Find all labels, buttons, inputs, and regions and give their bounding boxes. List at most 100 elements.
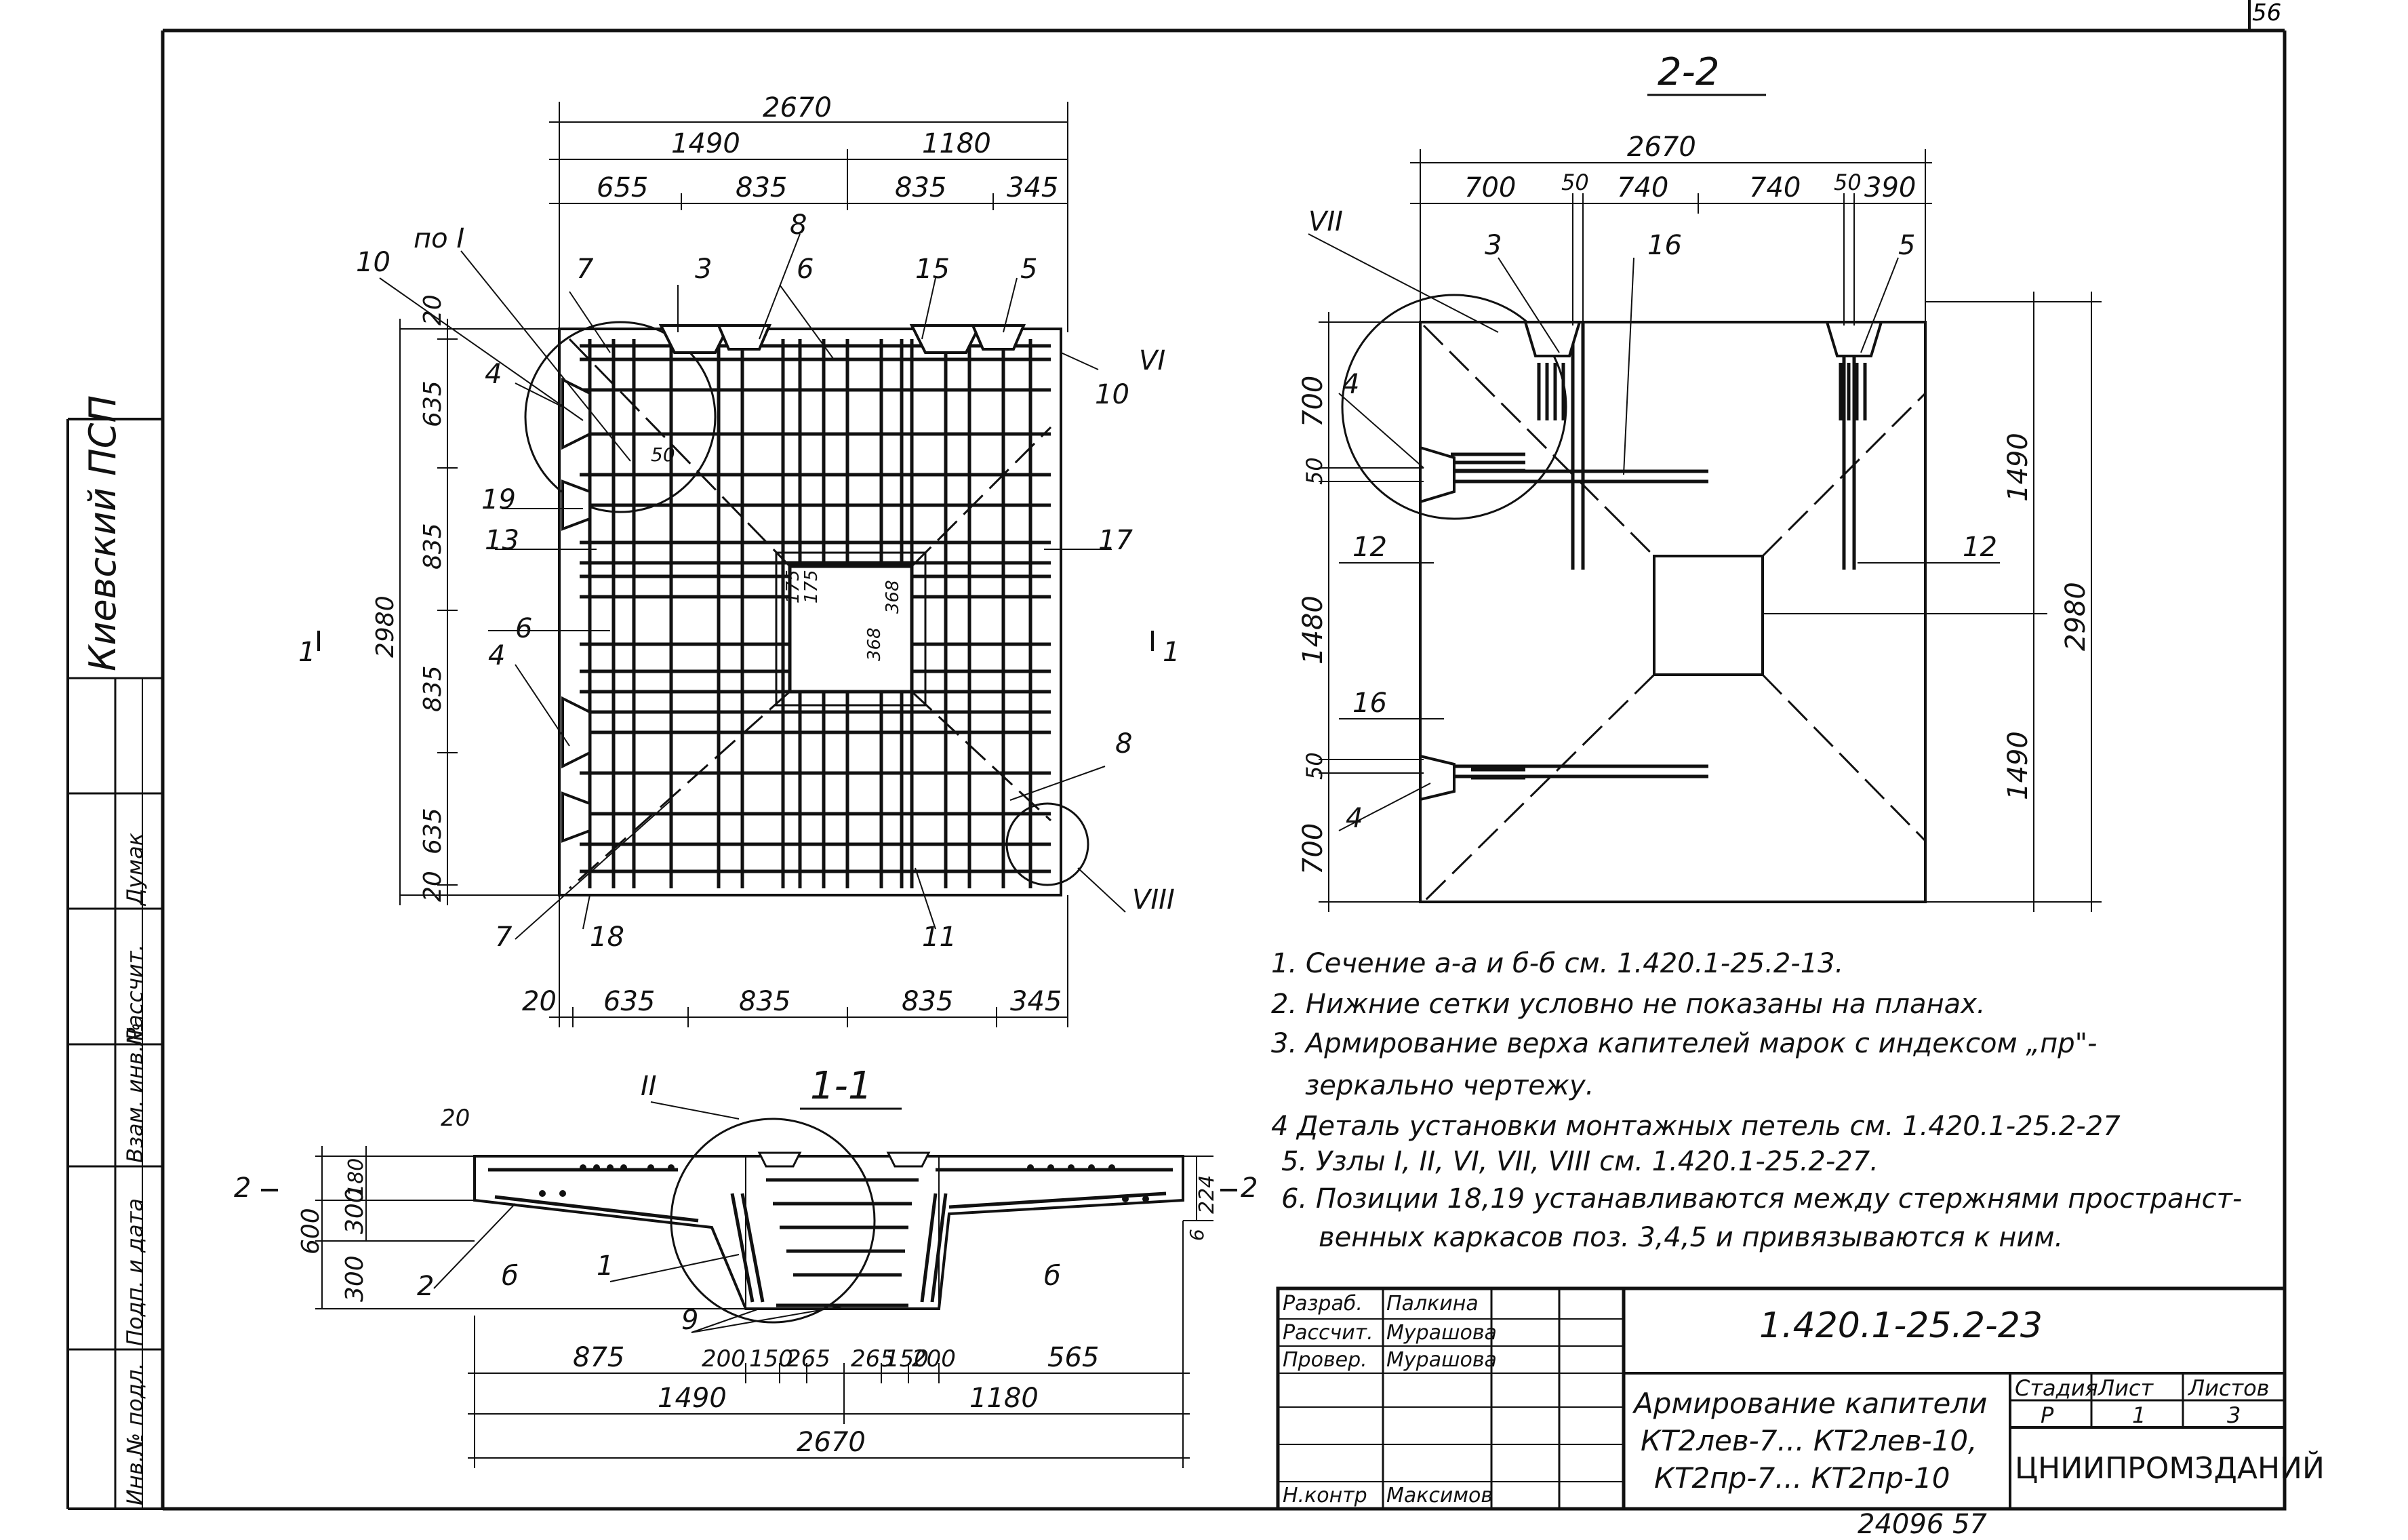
tb-name-1: Палкина (1386, 1292, 1479, 1316)
callout-7a: 7 (576, 254, 594, 285)
callout-10b: 10 (1095, 379, 1129, 410)
tb-name-nkontr: Максимов (1386, 1484, 1493, 1507)
side-label-inv: Инв.№ подл. (122, 1362, 148, 1505)
s22-callout-vii: VII (1308, 206, 1343, 237)
stage-label: Стадия (2015, 1375, 2098, 1401)
side-label-name: Думак (122, 832, 148, 905)
plan-dim-total: 2670 (763, 92, 832, 123)
plan-left-20b: 20 (419, 871, 447, 902)
side-label-replace: Взам. инв.№ (122, 1022, 148, 1163)
callout-10a: 10 (356, 247, 390, 278)
plan-left-835a: 835 (419, 523, 447, 570)
cut-marker-left: 1 (298, 637, 315, 668)
s22-right-2980: 2980 (2060, 582, 2091, 651)
s11-callout-2: 2 (417, 1271, 434, 1302)
drawing-title-line-2: КТ2лев-7... КТ2лев-10, (1641, 1424, 1978, 1457)
sheet-frame (66, 0, 2287, 1511)
plan-center-368a: 368 (864, 627, 885, 661)
s22-callout-3: 3 (1485, 230, 1502, 261)
sheet-number: 56 (2252, 0, 2281, 26)
plan-dim-835a: 835 (736, 172, 787, 203)
plan-dim-655: 655 (597, 172, 648, 203)
s22-dim-740b: 740 (1749, 172, 1801, 203)
s11-dim-265b: 265 (851, 1345, 895, 1373)
plan-left-835b: 835 (419, 665, 447, 712)
note-6: 6. Позиции 18,19 устанавливаются между с… (1281, 1183, 2243, 1215)
s11-callout-ii: II (641, 1071, 657, 1102)
plan-dim-835b: 835 (895, 172, 946, 203)
tb-role-3: Провер. (1283, 1348, 1367, 1372)
s11-left-180: 180 (344, 1158, 368, 1197)
s22-callout-5: 5 (1898, 230, 1915, 261)
plan-left-635a: 635 (419, 380, 447, 427)
s22-dim-390: 390 (1864, 172, 1916, 203)
section-1-1-labels: 1-1 II 2 1 б б 9 2 2 875 200 150 265 265… (234, 1064, 1258, 1458)
s11-callout-1: 1 (597, 1250, 614, 1282)
side-label-sign: Подп. и дата (122, 1198, 148, 1346)
callout-po-i: по I (414, 223, 464, 254)
s22-dim-50a: 50 (1561, 170, 1589, 195)
s22-left-700a: 700 (1298, 376, 1329, 427)
s22-callout-12b: 12 (1963, 532, 1997, 563)
organization: ЦНИИПРОМЗДАНИЙ (2015, 1451, 2325, 1486)
callout-18: 18 (590, 922, 624, 953)
plan-left-635b: 635 (419, 808, 447, 854)
callout-13: 13 (485, 525, 519, 556)
s11-dim-565: 565 (1047, 1342, 1099, 1373)
section-2-2-labels: 2-2 2670 700 50 740 740 50 390 VII 3 16 … (1308, 50, 1997, 834)
plan-view (317, 102, 1154, 1027)
s11-right-6: 6 (1186, 1229, 1208, 1241)
plan-dim-1490: 1490 (671, 128, 740, 159)
callout-7b: 7 (495, 922, 513, 953)
s11-dim-1180: 1180 (969, 1383, 1039, 1414)
callout-11: 11 (922, 922, 957, 953)
plan-bottom-20: 20 (522, 986, 557, 1017)
tb-role-1: Разраб. (1283, 1292, 1363, 1316)
callout-5: 5 (1020, 254, 1037, 285)
s22-callout-16a: 16 (1647, 230, 1682, 261)
note-4: 4 Деталь установки монтажных петель см. … (1271, 1111, 2121, 1142)
s22-dim-740a: 740 (1617, 172, 1668, 203)
s11-dim-200a: 200 (702, 1345, 746, 1373)
side-label-calc: Рассчит. (122, 944, 148, 1041)
callout-50: 50 (651, 443, 675, 466)
sheets-label: Листов (2188, 1375, 2270, 1401)
s11-callout-9: 9 (681, 1305, 698, 1336)
tb-name-2: Мурашова (1386, 1321, 1497, 1345)
callout-4a: 4 (485, 359, 502, 390)
plan-left-2980: 2980 (372, 595, 399, 658)
cut-marker-right: 1 (1163, 637, 1180, 668)
s22-left-50b: 50 (1302, 752, 1327, 780)
note-5: 5. Узлы I, II, VI, VII, VIII см. 1.420.1… (1281, 1146, 1879, 1177)
s11-cut-b-left: б (502, 1261, 519, 1292)
s22-right-1490b: 1490 (2003, 731, 2034, 800)
callout-6b: 6 (515, 613, 532, 644)
plan-center-175b: 175 (801, 570, 822, 604)
note-2: 2. Нижние сетки условно не показаны на п… (1271, 989, 1986, 1020)
s11-dim-200b: 200 (912, 1345, 956, 1373)
title-block-grid (1276, 1286, 2287, 1511)
note-3-cont: зеркально чертежу. (1305, 1070, 1594, 1101)
s11-dim-150a: 150 (749, 1345, 793, 1373)
callout-viii: VIII (1132, 884, 1175, 915)
s22-dim-50b: 50 (1834, 170, 1862, 195)
callout-17: 17 (1098, 525, 1133, 556)
plan-center-368b: 368 (883, 580, 903, 614)
drawing-title-line-1: Армирование капители (1634, 1387, 1988, 1420)
s22-left-1480: 1480 (1298, 595, 1329, 665)
section-2-2-title: 2-2 (1658, 50, 1719, 94)
note-1: 1. Сечение а-а и б-б см. 1.420.1-25.2-13… (1271, 948, 1844, 979)
s22-callout-4b: 4 (1346, 803, 1363, 834)
sheet-value: 1 (2132, 1402, 2146, 1428)
plan-left-20a: 20 (419, 294, 447, 325)
tb-role-nkontr: Н.контр (1283, 1484, 1367, 1507)
s22-callout-16b: 16 (1352, 688, 1387, 719)
plan-bottom-635: 635 (603, 986, 655, 1017)
sheets-value: 3 (2227, 1402, 2241, 1428)
s22-dim-2670: 2670 (1627, 132, 1696, 163)
tb-name-3: Мурашова (1386, 1348, 1497, 1372)
callout-vi: VI (1139, 345, 1165, 376)
plan-center-175a: 175 (783, 570, 803, 604)
doc-code: 1.420.1-25.2-23 (1759, 1305, 2043, 1346)
s11-dim-20: 20 (441, 1105, 470, 1132)
